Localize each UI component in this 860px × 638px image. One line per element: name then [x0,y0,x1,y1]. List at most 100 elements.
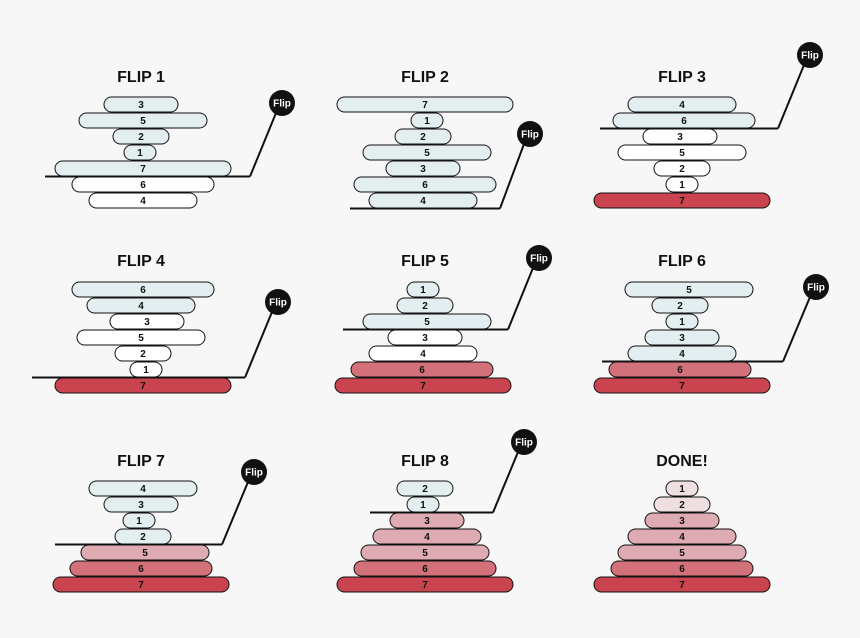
flip-badge-icon [797,42,823,68]
pancake-7 [336,576,514,593]
flip-badge-icon [265,289,291,315]
pancake-5 [624,281,754,298]
pancake-label: 2 [422,484,428,495]
pancake-6 [353,176,497,193]
spatula-icon [600,64,805,130]
pancake-7 [593,192,771,209]
pancake-7 [334,377,512,394]
panel-title: FLIP 8 [401,453,449,470]
pancake-label: 4 [424,532,430,543]
flip-badge-icon [526,245,552,271]
pancake-2 [653,160,711,177]
panel-title: FLIP 2 [401,69,449,86]
pancake-label: 4 [138,301,144,312]
pancake-6 [610,560,754,577]
pancake-1 [410,112,444,129]
pancake-label: 4 [679,349,685,360]
flip-label: Flip [245,468,263,479]
spatula-icon [370,451,519,514]
panel-title: FLIP 7 [117,453,165,470]
pancake-label: 2 [420,132,426,143]
pancake-label: 6 [679,564,685,575]
panel-title: FLIP 4 [117,253,165,270]
pancake-2 [396,480,454,497]
pancake-label: 2 [140,532,146,543]
pancake-label: 3 [424,516,430,527]
pancake-label: 3 [138,100,144,111]
pancake-label: 5 [422,548,428,559]
pancake-1 [665,176,699,193]
pancake-5 [617,144,747,161]
pancake-2 [396,297,454,314]
pancake-label: 5 [679,148,685,159]
spatula-icon [350,143,525,210]
pancake-label: 6 [140,285,146,296]
pancake-5 [617,544,747,561]
pancake-label: 5 [424,148,430,159]
flip-badge-icon [511,429,537,455]
pancake-5 [362,144,492,161]
pancake-7 [52,576,230,593]
pancake-label: 1 [143,365,149,376]
pancake-label: 1 [136,516,142,527]
pancake-7 [593,576,771,593]
pancake-label: 4 [679,532,685,543]
pancake-label: 5 [424,317,430,328]
pancake-label: 7 [679,381,685,392]
pancake-2 [394,128,452,145]
pancake-label: 1 [420,500,426,511]
pancake-label: 6 [422,564,428,575]
flip-badge-icon [803,274,829,300]
pancake-1 [665,480,699,497]
pancake-label: 7 [679,580,685,591]
pancake-label: 4 [420,349,426,360]
pancake-label: 7 [138,580,144,591]
panel-title: FLIP 5 [401,253,449,270]
spatula-icon [45,112,277,178]
pancake-label: 7 [140,381,146,392]
pancake-6 [69,560,213,577]
pancake-3 [109,313,185,330]
pancake-1 [665,313,699,330]
pancake-label: 6 [138,564,144,575]
pancake-3 [103,96,179,113]
pancake-6 [350,361,494,378]
pancake-label: 2 [422,301,428,312]
panel-title: DONE! [656,453,708,470]
spatula-icon [602,296,811,363]
pancake-label: 1 [679,484,685,495]
flip-label: Flip [530,254,548,265]
panel-title: FLIP 6 [658,253,706,270]
pancake-label: 3 [679,516,685,527]
pancake-label: 4 [679,100,685,111]
pancake-label: 4 [420,196,426,207]
pancake-label: 7 [420,381,426,392]
pancake-4 [88,480,198,497]
panel-title: FLIP 1 [117,69,165,86]
pancake-label: 2 [679,164,685,175]
pancake-5 [360,544,490,561]
pancake-label: 6 [681,116,687,127]
pancake-label: 2 [138,132,144,143]
pancake-7 [593,377,771,394]
pancake-label: 3 [138,500,144,511]
pancake-7 [336,96,514,113]
pancake-5 [76,329,206,346]
pancake-6 [353,560,497,577]
pancake-label: 5 [138,333,144,344]
flip-label: Flip [515,438,533,449]
flip-label: Flip [273,99,291,110]
pancake-label: 3 [679,333,685,344]
pancake-label: 3 [144,317,150,328]
pancake-4 [627,96,737,113]
pancake-2 [653,496,711,513]
pancake-4 [368,345,478,362]
pancake-2 [114,345,172,362]
pancake-3 [644,329,720,346]
